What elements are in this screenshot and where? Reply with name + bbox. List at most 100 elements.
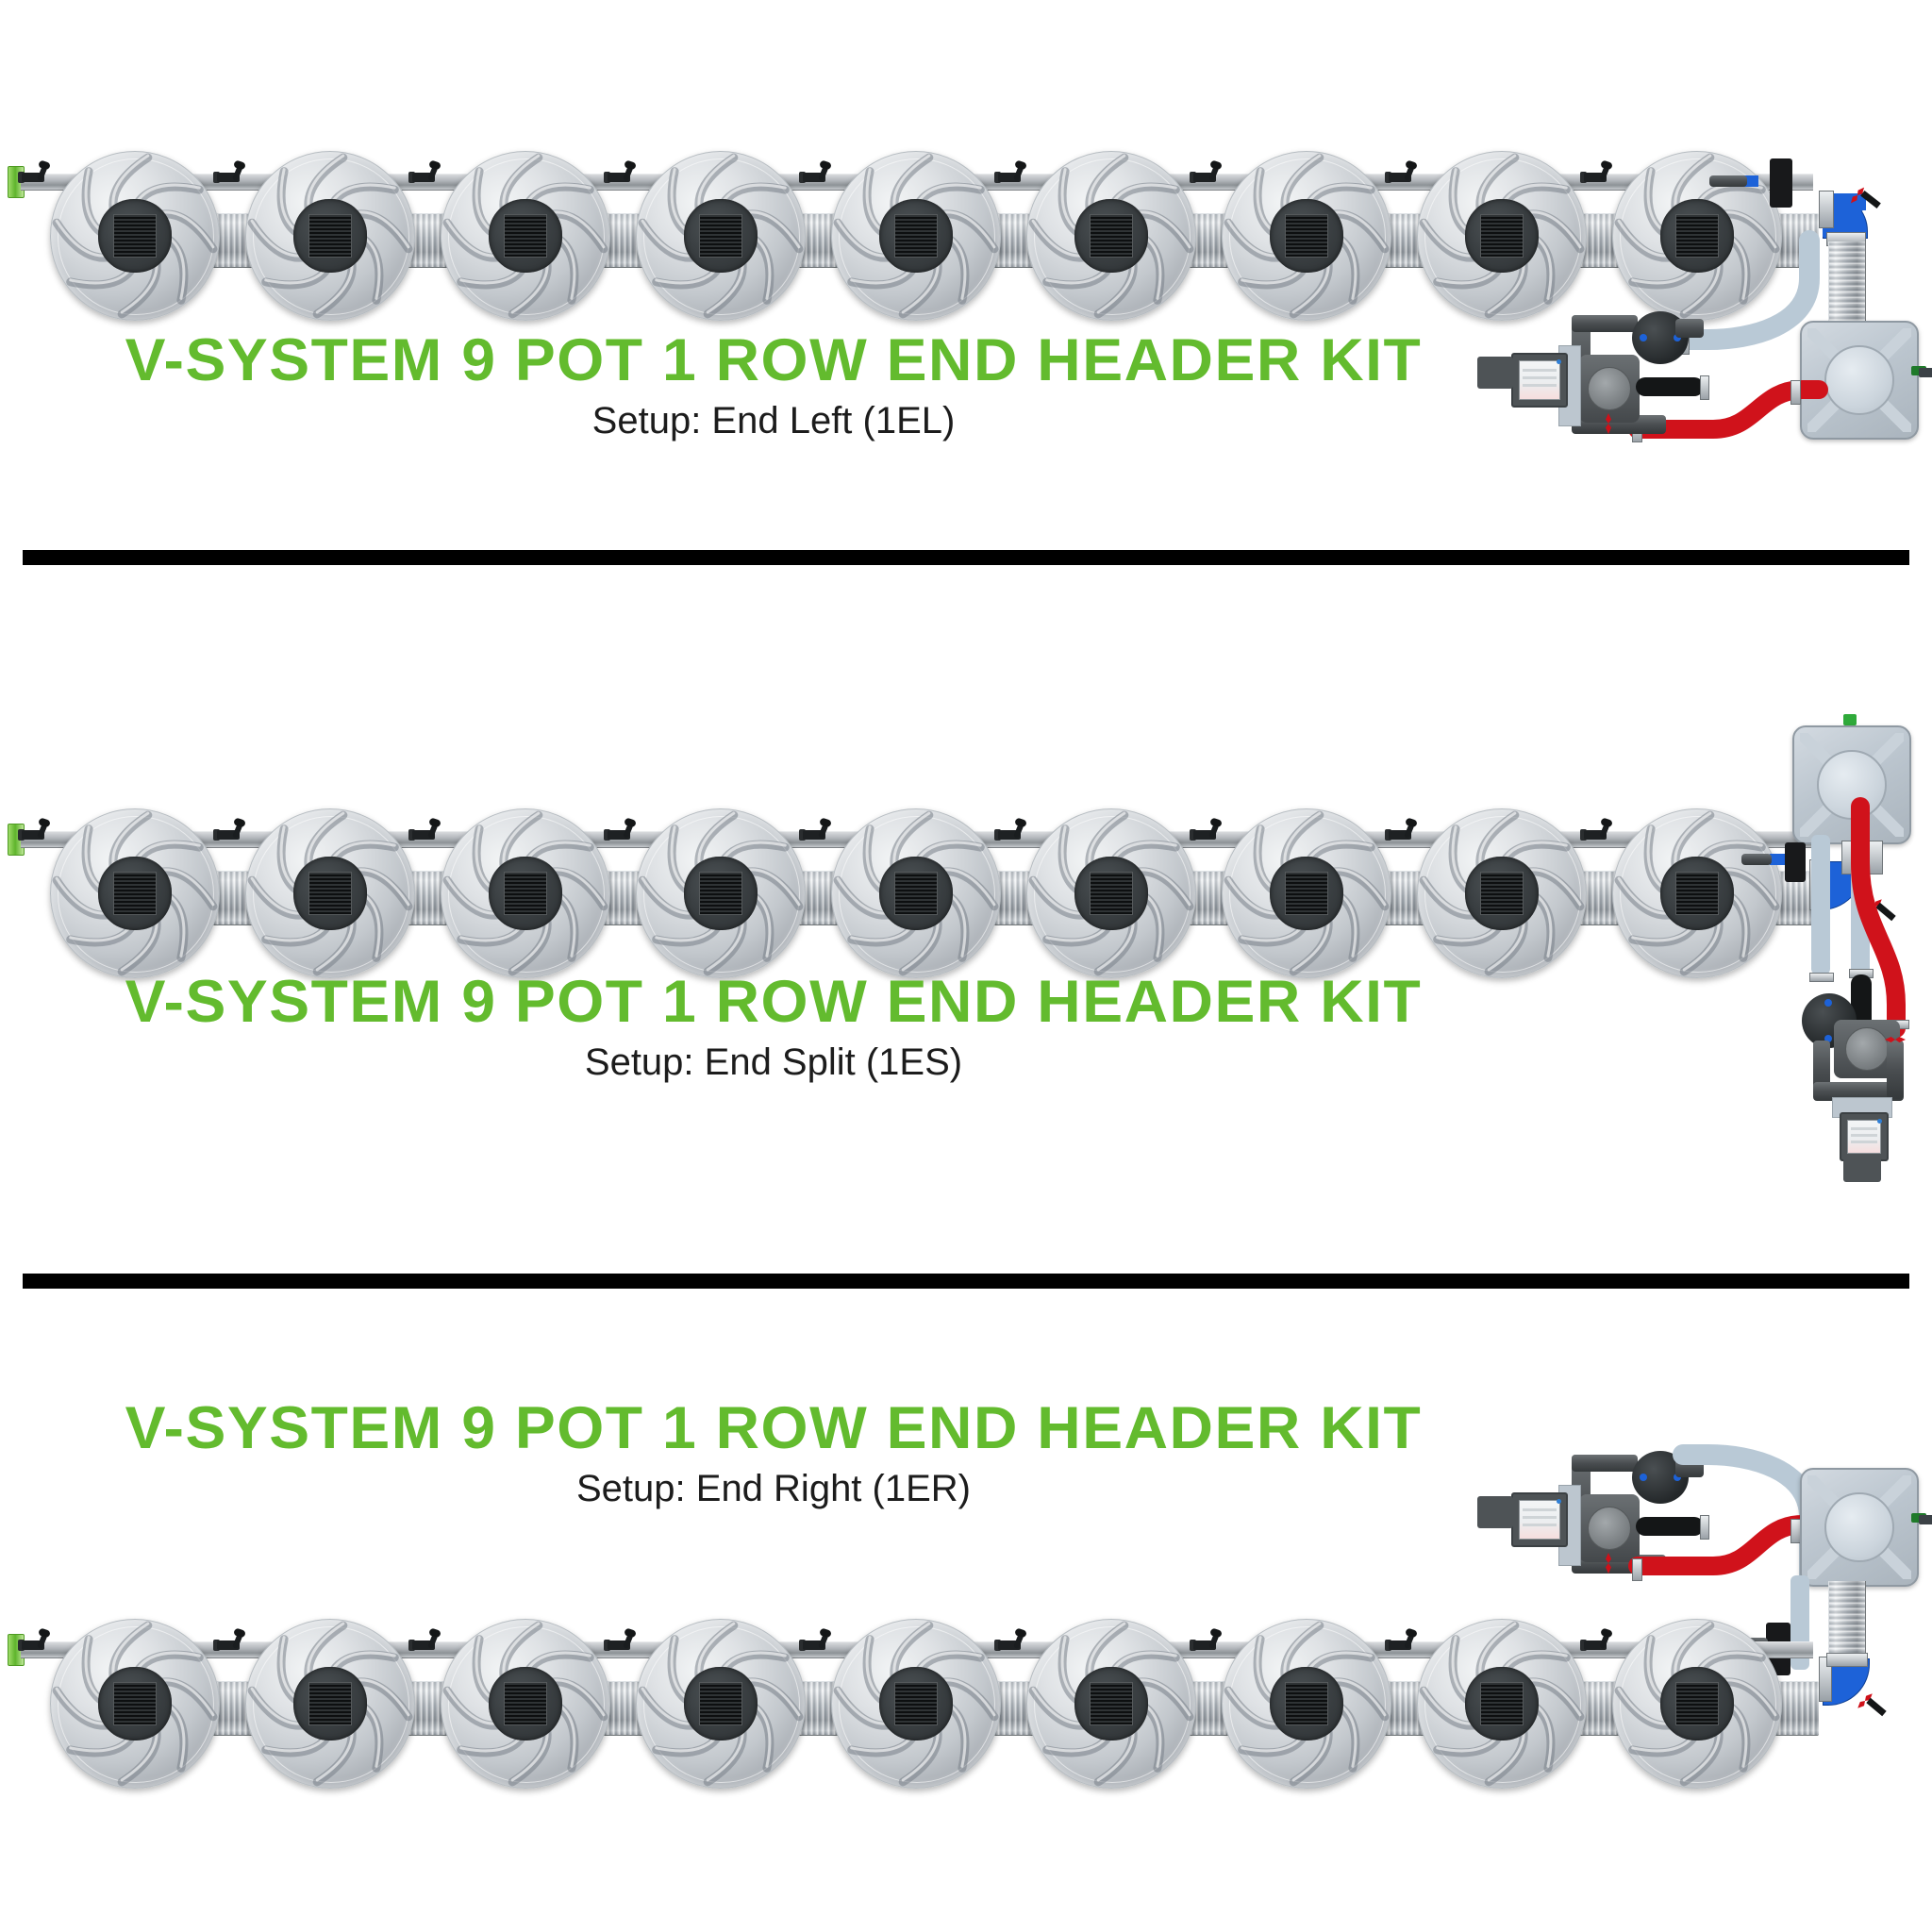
dripper-valve [604,1627,637,1657]
panel-end-left: V-SYSTEM 9 POT 1 ROW END HEADER KIT Setu… [0,0,1932,566]
pot-mesh-icon [1675,1682,1719,1725]
red-valve-icon [1885,1029,1906,1050]
reservoir-tank [1800,321,1932,440]
timer-plug [1477,357,1513,389]
kit-subtitle: Setup: End Left (1EL) [591,400,956,442]
kit-title: V-SYSTEM 9 POT 1 ROW END HEADER KIT [125,969,1423,1035]
plant-pot [1026,151,1196,321]
dripper-valve [1190,159,1223,189]
plant-pot [831,1619,1001,1789]
hose-clamp [1809,973,1834,982]
timer-controller [1511,1492,1568,1547]
plant-pot [50,808,220,978]
supply-stub [1709,175,1747,187]
hose-clamp [1700,375,1709,400]
pot-row-2 [8,797,1828,986]
tee-fitting [1785,842,1806,882]
dripper-valve [994,159,1027,189]
pot-mesh-icon [1285,1682,1328,1725]
kit-subtitle: Setup: End Right (1ER) [576,1468,971,1510]
dripper-valve [994,817,1027,846]
kit-subtitle: Setup: End Split (1ES) [584,1041,963,1084]
reservoir-tank [1800,1468,1932,1587]
tank-top-port [1843,714,1857,725]
pot-mesh-icon [504,1682,547,1725]
kit-title: V-SYSTEM 9 POT 1 ROW END HEADER KIT [125,1395,1423,1461]
pot-mesh-icon [504,214,547,258]
timer-plug [1843,1156,1881,1182]
pump-body [1579,1494,1640,1562]
pot-mesh-icon [1675,214,1719,258]
plant-pot [636,1619,806,1789]
dripper-valve [1580,817,1613,846]
dripper-valve [18,817,51,846]
kit-title: V-SYSTEM 9 POT 1 ROW END HEADER KIT [125,327,1423,393]
hose-clamp [1826,1653,1868,1667]
pot-mesh-icon [894,872,938,915]
reservoir-tank [1792,725,1911,844]
pot-mesh-icon [1090,214,1133,258]
dripper-valve [604,817,637,846]
flex-pipe-vertical [1828,242,1866,326]
title-block-3: V-SYSTEM 9 POT 1 ROW END HEADER KIT Setu… [0,1398,1547,1510]
pot-mesh-icon [1090,1682,1133,1725]
hose-clamp [1819,1657,1832,1702]
panel-end-right: V-SYSTEM 9 POT 1 ROW END HEADER KIT Setu… [0,1292,1932,1932]
header-assembly-1 [1477,151,1932,442]
title-block-2: V-SYSTEM 9 POT 1 ROW END HEADER KIT Setu… [0,972,1547,1084]
timer-plug [1477,1496,1513,1528]
timer-controller [1840,1112,1889,1161]
pot-mesh-icon [113,214,157,258]
hose-clamp [1819,191,1834,228]
pump-manifold-top [1572,315,1638,332]
dripper-valve [408,159,441,189]
plant-pot [1222,151,1391,321]
outlet-pipe-black [1636,377,1704,396]
blue-collar-icon [1743,175,1758,187]
plant-pot [1417,808,1587,978]
plant-pot [441,808,610,978]
pot-mesh-icon [1480,872,1524,915]
dripper-valve [1385,159,1418,189]
pot-row-3 [8,1607,1828,1796]
pot-mesh-icon [1480,1682,1524,1725]
plant-pot [50,1619,220,1789]
plant-pot [1612,808,1782,978]
panel-divider [23,1274,1909,1289]
dripper-valve [799,817,832,846]
pot-mesh-icon [308,214,352,258]
plant-pot [1417,1619,1587,1789]
dripper-valve [799,159,832,189]
pot-mesh-icon [699,214,742,258]
pot-mesh-icon [113,872,157,915]
dripper-valve [1190,817,1223,846]
pot-mesh-icon [699,1682,742,1725]
pot-row-1 [8,140,1828,328]
pump-manifold-bottom [1813,1082,1904,1101]
plant-pot [1222,808,1391,978]
dripper-valve [1580,159,1613,189]
panel-end-split: V-SYSTEM 9 POT 1 ROW END HEADER KIT Setu… [0,566,1932,1292]
pump-manifold-top [1572,1455,1638,1472]
feed-hose-blue [1673,230,1820,350]
dripper-valve [799,1627,832,1657]
plant-pot [245,808,415,978]
pot-mesh-icon [1090,872,1133,915]
pot-mesh-icon [308,872,352,915]
pump-body [1579,355,1640,423]
pump-elbow [1675,319,1704,338]
dripper-valve [994,1627,1027,1657]
pot-mesh-icon [1285,214,1328,258]
pot-mesh-icon [504,872,547,915]
dripper-valve [1580,1627,1613,1657]
red-valve-icon [1598,1553,1619,1574]
plant-pot [636,151,806,321]
dripper-valve [408,1627,441,1657]
plant-pot [831,808,1001,978]
plant-pot [831,151,1001,321]
pot-mesh-icon [1285,872,1328,915]
blue-collar-icon [1770,854,1785,865]
dripper-valve [18,1627,51,1657]
timer-controller [1511,353,1568,408]
